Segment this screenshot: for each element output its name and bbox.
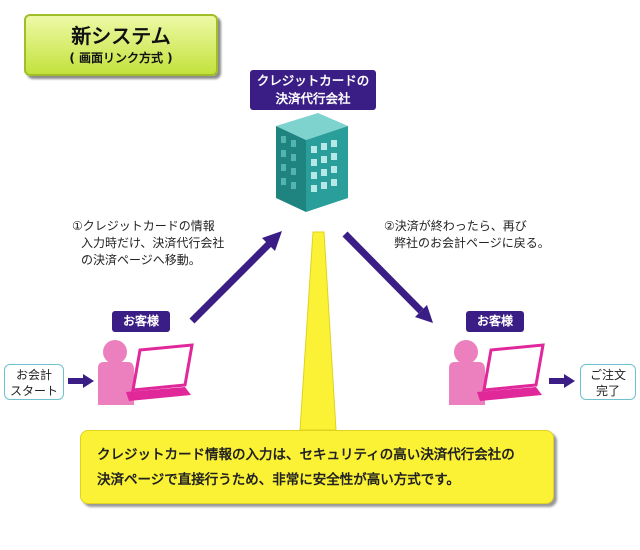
step2-line1: ②決済が終わったら、再び (384, 219, 527, 233)
customer-left-icon (98, 340, 194, 405)
arrow-to-company (189, 231, 282, 324)
step2-text: ②決済が終わったら、再び 弊社のお会計ページに戻る。 (384, 218, 550, 252)
arrow-from-company (342, 231, 433, 323)
system-subtitle: ( 画面リンク方式 ) (69, 51, 173, 65)
checkout-start-line1: お会計 (15, 368, 52, 382)
customer-label-right: お客様 (466, 311, 524, 332)
system-title-badge: 新システム ( 画面リンク方式 ) (24, 14, 218, 76)
customer-label-left: お客様 (112, 311, 170, 332)
company-label-line1: クレジットカードの (256, 73, 370, 88)
arrow-customer-to-done (549, 374, 575, 388)
arrow-start-to-customer (68, 374, 94, 388)
step1-line3: の決済ページへ移動。 (81, 253, 201, 267)
building-icon (276, 113, 348, 212)
security-callout: クレジットカード情報の入力は、セキュリティの高い決済代行会社の 決済ページで直接… (80, 430, 554, 504)
order-complete-line2: 完了 (595, 384, 620, 398)
callout-pointer (299, 231, 337, 431)
step1-line1: ①クレジットカードの情報 (72, 219, 215, 233)
checkout-start-box: お会計 スタート (4, 364, 64, 400)
callout-line1: クレジットカード情報の入力は、セキュリティの高い決済代行会社の (97, 447, 515, 463)
step1-text: ①クレジットカードの情報 入力時だけ、決済代行会社 の決済ページへ移動。 (72, 218, 224, 269)
customer-right-icon (449, 340, 545, 405)
checkout-start-line2: スタート (9, 384, 58, 398)
company-label-line2: 決済代行会社 (275, 91, 351, 106)
system-title: 新システム (71, 24, 171, 48)
callout-line2: 決済ページで直接行うため、非常に安全性が高い方式です。 (97, 472, 460, 488)
order-complete-line1: ご注文 (589, 368, 626, 382)
order-complete-box: ご注文 完了 (580, 364, 636, 400)
company-label: クレジットカードの 決済代行会社 (250, 70, 376, 110)
step2-line2: 弊社のお会計ページに戻る。 (394, 236, 550, 250)
step1-line2: 入力時だけ、決済代行会社 (81, 236, 225, 250)
